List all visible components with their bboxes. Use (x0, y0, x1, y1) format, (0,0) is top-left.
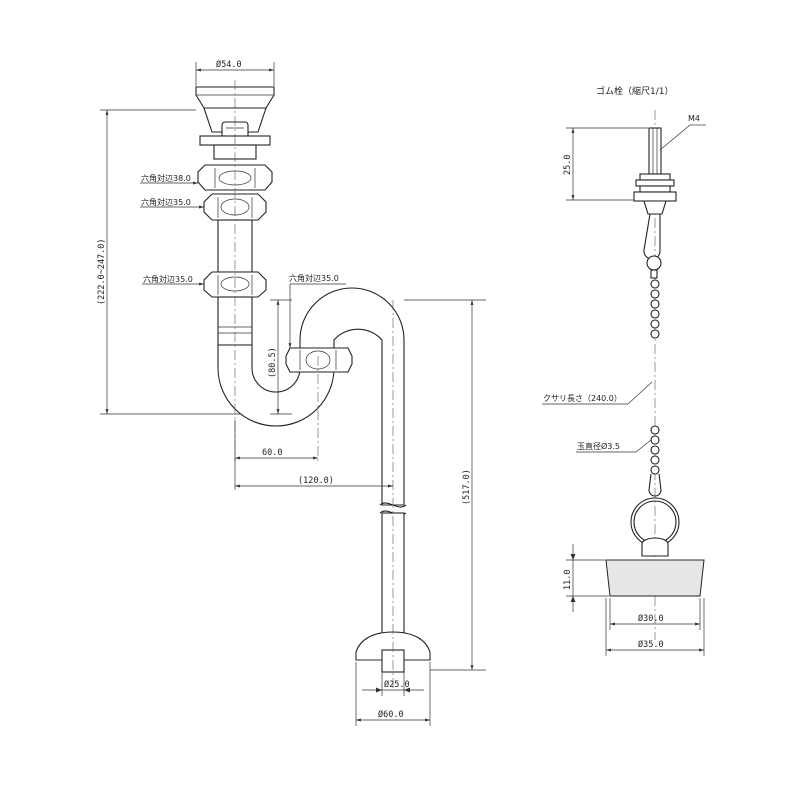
dim-offset-120: (120.0) (298, 476, 334, 486)
label-hex-35-right: 六角対辺35.0 (289, 273, 339, 283)
dim-height-range: (222.0~247.0) (97, 238, 107, 305)
chain-lower (650, 425, 660, 475)
rubber-plug: ゴム栓（縮尺1/1） (596, 85, 705, 640)
dim-pipe-dia: Ø25.0 (384, 679, 410, 690)
hex-nut-35-right (285, 347, 353, 373)
label-hex-38: 六角対辺38.0 (141, 173, 191, 183)
chain-upper (650, 279, 660, 339)
dim-bottom-dia: Ø30.0 (638, 613, 664, 624)
label-thread: M4 (688, 114, 700, 123)
dim-total-height: (517.0) (462, 469, 472, 505)
dim-plug-height: 11.0 (563, 570, 573, 590)
plug-dimensions: M4 25.0 クサリ長さ（240.0） 玉直径Ø3.5 11.0 Ø30.0 … (542, 114, 706, 656)
plug-body (605, 559, 705, 597)
dim-top-dia-plug: Ø35.0 (638, 639, 664, 650)
s-trap (195, 80, 431, 690)
elbow-pipe (299, 287, 405, 506)
trap-dimensions: Ø54.0 六角対辺38.0 六角対辺35.0 六角対辺35.0 六角対辺35.… (97, 59, 486, 726)
label-ball-dia: 玉直径Ø3.5 (577, 441, 620, 451)
label-hex-35-mid: 六角対辺35.0 (143, 274, 193, 284)
label-hex-35-upper: 六角対辺35.0 (141, 197, 191, 207)
dim-stem-len: 25.0 (563, 155, 573, 175)
plug-stem (648, 127, 662, 175)
dim-top-dia: Ø54.0 (216, 59, 242, 70)
dim-flange-dia: Ø60.0 (378, 709, 404, 720)
dim-trap-height: (80.5) (268, 347, 278, 378)
dim-offset-60: 60.0 (262, 448, 282, 458)
plug-title: ゴム栓（縮尺1/1） (596, 85, 674, 97)
label-chain-len: クサリ長さ（240.0） (543, 394, 622, 403)
